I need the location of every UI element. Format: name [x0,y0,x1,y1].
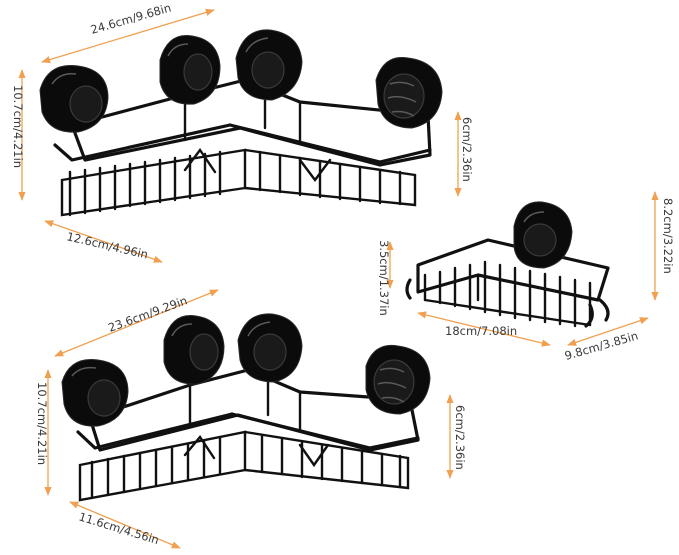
suction-cup [61,358,129,427]
width-arrow [54,289,219,357]
length-arrow [417,311,551,347]
depth-label: 6cm/2.36in [453,405,467,470]
suction-cup [159,35,221,105]
soap-dish: 8.2cm/3.22in 3.5cm/1.37in 18cm/7.08in 9.… [377,191,675,363]
length-label: 18cm/7.08in [445,324,517,338]
basket-height-label: 3.5cm/1.37in [377,240,391,316]
suction-cup [237,313,303,383]
side-arrow [69,501,181,549]
suction-cup [39,65,109,133]
small-corner-shelf: 23.6cm/9.29in 10.7cm/4.21in 6cm/2.36in 1… [35,289,467,549]
large-corner-shelf: 24.6cm/9.68in 10.7cm/4.21in 6cm/2.36in 1… [11,1,474,263]
height-label: 10.7cm/4.21in [11,85,25,168]
width-label: 24.6cm/9.68in [89,1,173,37]
suction-cup [375,56,443,129]
side-arrow [44,220,163,263]
dish-height-label: 8.2cm/3.22in [661,198,675,274]
dish-width-arrow [567,317,649,346]
height-label: 10.7cm/4.21in [35,382,49,465]
side-label: 12.6cm/4.96in [65,229,149,261]
suction-cup [365,344,431,415]
width-arrow [41,8,215,64]
suction-cup [235,29,303,101]
suction-cup [513,201,573,269]
suction-cup [163,315,225,385]
side-label: 11.6cm/4.56in [77,509,161,547]
depth-label: 6cm/2.36in [460,117,474,182]
